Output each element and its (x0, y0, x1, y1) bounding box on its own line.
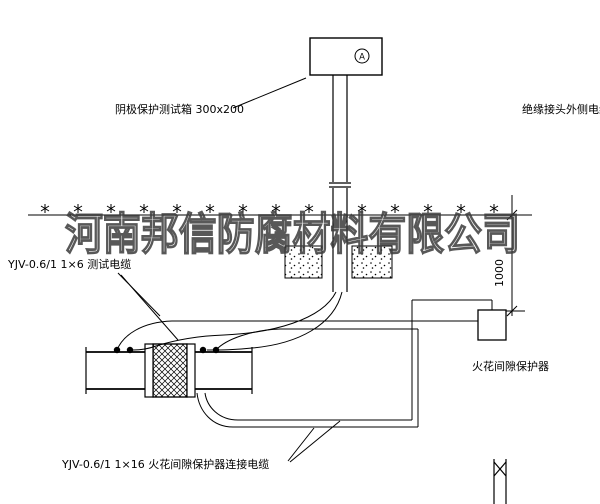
watermark-text: 河南邦信防腐材料有限公司 (65, 209, 520, 260)
spark-gap-protector (477, 309, 507, 341)
test-box (309, 37, 383, 76)
concrete-block-left (284, 245, 323, 279)
test-cables (132, 291, 343, 351)
leader-line (289, 420, 341, 463)
leader-line (232, 77, 307, 109)
dimension-text: 1000 (493, 259, 506, 287)
label-test-box: 阴极保护测试箱 300x200 (115, 102, 244, 116)
cable-connection-dot (199, 346, 207, 354)
ammeter-label: A (359, 53, 365, 63)
leader-lines (117, 77, 341, 463)
insulating-joint (144, 343, 196, 398)
spark-gap-cables (116, 299, 493, 428)
leader-line (120, 274, 179, 341)
label-connection-cable: YJV-0.6/1 1×16 火花间隙保护器连接电缆 (61, 457, 269, 471)
concrete-block-right (351, 245, 393, 279)
pipe-break-symbol (493, 459, 507, 504)
leader-line (287, 427, 315, 462)
label-test-cable: YJV-0.6/1 1×6 测试电缆 (7, 258, 131, 271)
cable-connection-dot (126, 346, 134, 354)
conduit (329, 75, 351, 292)
label-spark-gap: 火花间隙保护器 (472, 359, 549, 373)
label-insulated-joint-cable: 绝缘接头外侧电缆 (522, 102, 600, 116)
ammeter-symbol (354, 48, 370, 64)
